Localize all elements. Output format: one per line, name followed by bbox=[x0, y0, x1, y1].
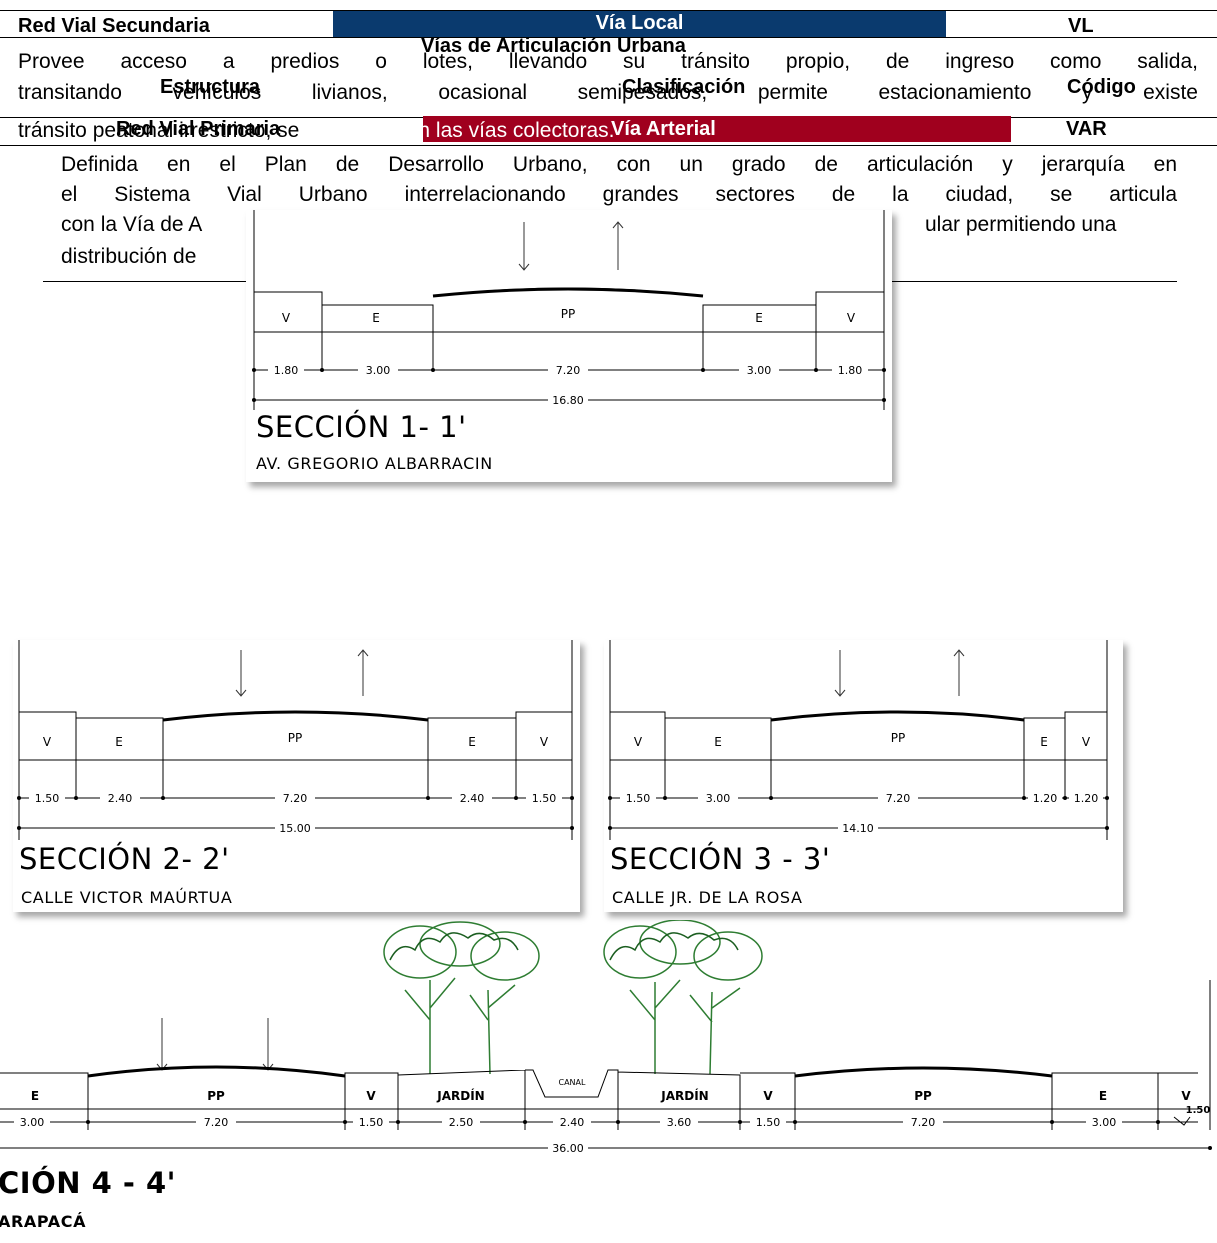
section-2-label: E bbox=[468, 735, 476, 749]
section-4-label: V bbox=[763, 1089, 773, 1103]
row1-classification: Vía Local bbox=[333, 11, 946, 37]
section-1-dim: 3.00 bbox=[747, 364, 772, 377]
section-1-label: E bbox=[755, 311, 763, 325]
section-4-total-line: 36.00 bbox=[0, 1141, 1212, 1155]
section-2-diagram: V E PP E V 1.50 2.40 7.20 2.40 1.50 15.0… bbox=[17, 640, 574, 840]
section-2-street: CALLE VICTOR MAÚRTUA bbox=[21, 888, 233, 907]
section-1-dim: 3.00 bbox=[366, 364, 391, 377]
section-3-total: 14.10 bbox=[842, 822, 874, 835]
tree-icon bbox=[383, 921, 540, 1075]
local-text-line3b: conectan con las vías colectoras. bbox=[305, 119, 615, 142]
section-3-dim: 1.20 bbox=[1033, 792, 1058, 805]
table-rule bbox=[0, 145, 1217, 146]
row2-red-band bbox=[423, 116, 1011, 142]
section-4-dim: 1.50 bbox=[756, 1116, 781, 1129]
section-1-label: V bbox=[847, 311, 856, 325]
section-3-label: E bbox=[714, 735, 722, 749]
section-3-label: V bbox=[634, 735, 643, 749]
section-2-card: V E PP E V 1.50 2.40 7.20 2.40 1.50 15.0… bbox=[13, 640, 580, 912]
section-3-label: E bbox=[1040, 735, 1048, 749]
section-3-street: CALLE JR. DE LA ROSA bbox=[612, 888, 803, 907]
section-4-dim: 3.00 bbox=[20, 1116, 45, 1129]
section-1-dim: 1.80 bbox=[274, 364, 299, 377]
section-1-title: SECCIÓN 1- 1' bbox=[256, 410, 467, 444]
section-3-card: V E PP E V 1.50 3.00 7.20 1.20 1.20 14.1… bbox=[604, 640, 1123, 912]
section-4-dim: 2.50 bbox=[449, 1116, 474, 1129]
section-1-diagram: V E PP E V 1.80 3.00 7.20 3.00 1.80 16.8… bbox=[252, 210, 886, 410]
section-4: E PP V JARDÍN CANAL JARDÍN V PP E V 3.00… bbox=[0, 920, 1217, 1243]
arterial-text-line3a: con la Vía de A bbox=[61, 213, 203, 236]
section-1-dim: 7.20 bbox=[556, 364, 581, 377]
section-2-label: V bbox=[43, 735, 52, 749]
row1-structure: Red Vial Secundaria bbox=[18, 15, 210, 37]
section-4-label: PP bbox=[207, 1089, 225, 1103]
section-1-card: V E PP E V 1.80 3.00 7.20 3.00 1.80 16.8… bbox=[246, 210, 892, 482]
section-2-label: E bbox=[115, 735, 123, 749]
table-rule bbox=[0, 10, 1217, 11]
section-2-dim: 2.40 bbox=[460, 792, 485, 805]
row2-code: VAR bbox=[1066, 118, 1107, 140]
section-2-dim: 7.20 bbox=[283, 792, 308, 805]
section-2-dim: 1.50 bbox=[532, 792, 557, 805]
section-2-label: PP bbox=[288, 731, 302, 745]
section-3-diagram: V E PP E V 1.50 3.00 7.20 1.20 1.20 14.1… bbox=[608, 640, 1109, 840]
section-4-label: E bbox=[1099, 1089, 1107, 1103]
section-3-dim: 7.20 bbox=[886, 792, 911, 805]
section-4-label: CANAL bbox=[559, 1078, 587, 1087]
section-4-dim: 1.50 bbox=[359, 1116, 384, 1129]
local-text-line3a: tránsito peatonal irrestricto, se bbox=[18, 119, 306, 142]
section-4-label: JARDÍN bbox=[436, 1088, 484, 1103]
section-4-label: JARDÍN bbox=[660, 1088, 708, 1103]
section-4-label: V bbox=[1181, 1089, 1191, 1103]
local-text-line3: tránsito peatonal irrestricto, se conect… bbox=[18, 118, 614, 143]
section-4-dim: 3.60 bbox=[667, 1116, 692, 1129]
arterial-text-line3b: ular permitiendo una bbox=[925, 213, 1117, 236]
row1-code: VL bbox=[1068, 15, 1094, 37]
section-1-label: E bbox=[372, 311, 380, 325]
header-classification: Clasificación bbox=[622, 76, 746, 98]
section-4-diagram: E PP V JARDÍN CANAL JARDÍN V PP E V 3.00… bbox=[0, 920, 1211, 1130]
section-4-label: V bbox=[366, 1089, 376, 1103]
section-1-dim: 1.80 bbox=[838, 364, 863, 377]
arterial-text-line2: el Sistema Vial Urbano interrelacionando… bbox=[61, 183, 1177, 206]
section-2-dim: 1.50 bbox=[35, 792, 60, 805]
section-2-title: SECCIÓN 2- 2' bbox=[19, 842, 230, 876]
section-4-total: 36.00 bbox=[552, 1142, 584, 1155]
section-1-label: V bbox=[282, 311, 291, 325]
section-3-title: SECCIÓN 3 - 3' bbox=[610, 842, 831, 876]
section-3-label: V bbox=[1082, 735, 1091, 749]
row2-classification: Vía Arterial bbox=[611, 118, 716, 140]
section-3-dim: 3.00 bbox=[706, 792, 731, 805]
header-code: Código bbox=[1067, 76, 1136, 98]
overlap-title: Vías de Articulación Urbana bbox=[421, 35, 686, 57]
section-2-label: V bbox=[540, 735, 549, 749]
section-4-title: CIÓN 4 - 4' bbox=[0, 1166, 177, 1200]
header-structure: Estructura bbox=[160, 76, 261, 98]
section-4-dim: 2.40 bbox=[560, 1116, 585, 1129]
table-rule bbox=[0, 37, 1217, 38]
arterial-text-line4: distribución de bbox=[61, 245, 197, 268]
section-4-label: E bbox=[31, 1089, 39, 1103]
section-4-dim: 3.00 bbox=[1092, 1116, 1117, 1129]
section-3-label: PP bbox=[891, 731, 905, 745]
section-4-dim: 7.20 bbox=[911, 1116, 936, 1129]
section-4-dim: 7.20 bbox=[204, 1116, 229, 1129]
section-1-total: 16.80 bbox=[552, 394, 584, 407]
local-text-line1: Provee acceso a predios o lotes, llevand… bbox=[18, 50, 1198, 73]
section-2-dim: 2.40 bbox=[108, 792, 133, 805]
section-3-dim: 1.20 bbox=[1074, 792, 1099, 805]
section-4-dim: 1.50 bbox=[1186, 1105, 1211, 1116]
section-4-street: ARAPACÁ bbox=[0, 1212, 87, 1231]
local-text-line2: transitando vehículos livianos, ocasiona… bbox=[18, 81, 1198, 104]
section-4-label: PP bbox=[914, 1089, 932, 1103]
section-1-label: PP bbox=[561, 307, 575, 321]
section-3-dim: 1.50 bbox=[626, 792, 651, 805]
arterial-text-line1: Definida en el Plan de Desarrollo Urbano… bbox=[61, 153, 1177, 176]
section-2-total: 15.00 bbox=[279, 822, 311, 835]
row2-structure: Red Vial Primaria bbox=[116, 118, 281, 140]
section-1-street: AV. GREGORIO ALBARRACIN bbox=[256, 454, 493, 473]
tree-icon bbox=[603, 920, 763, 1075]
